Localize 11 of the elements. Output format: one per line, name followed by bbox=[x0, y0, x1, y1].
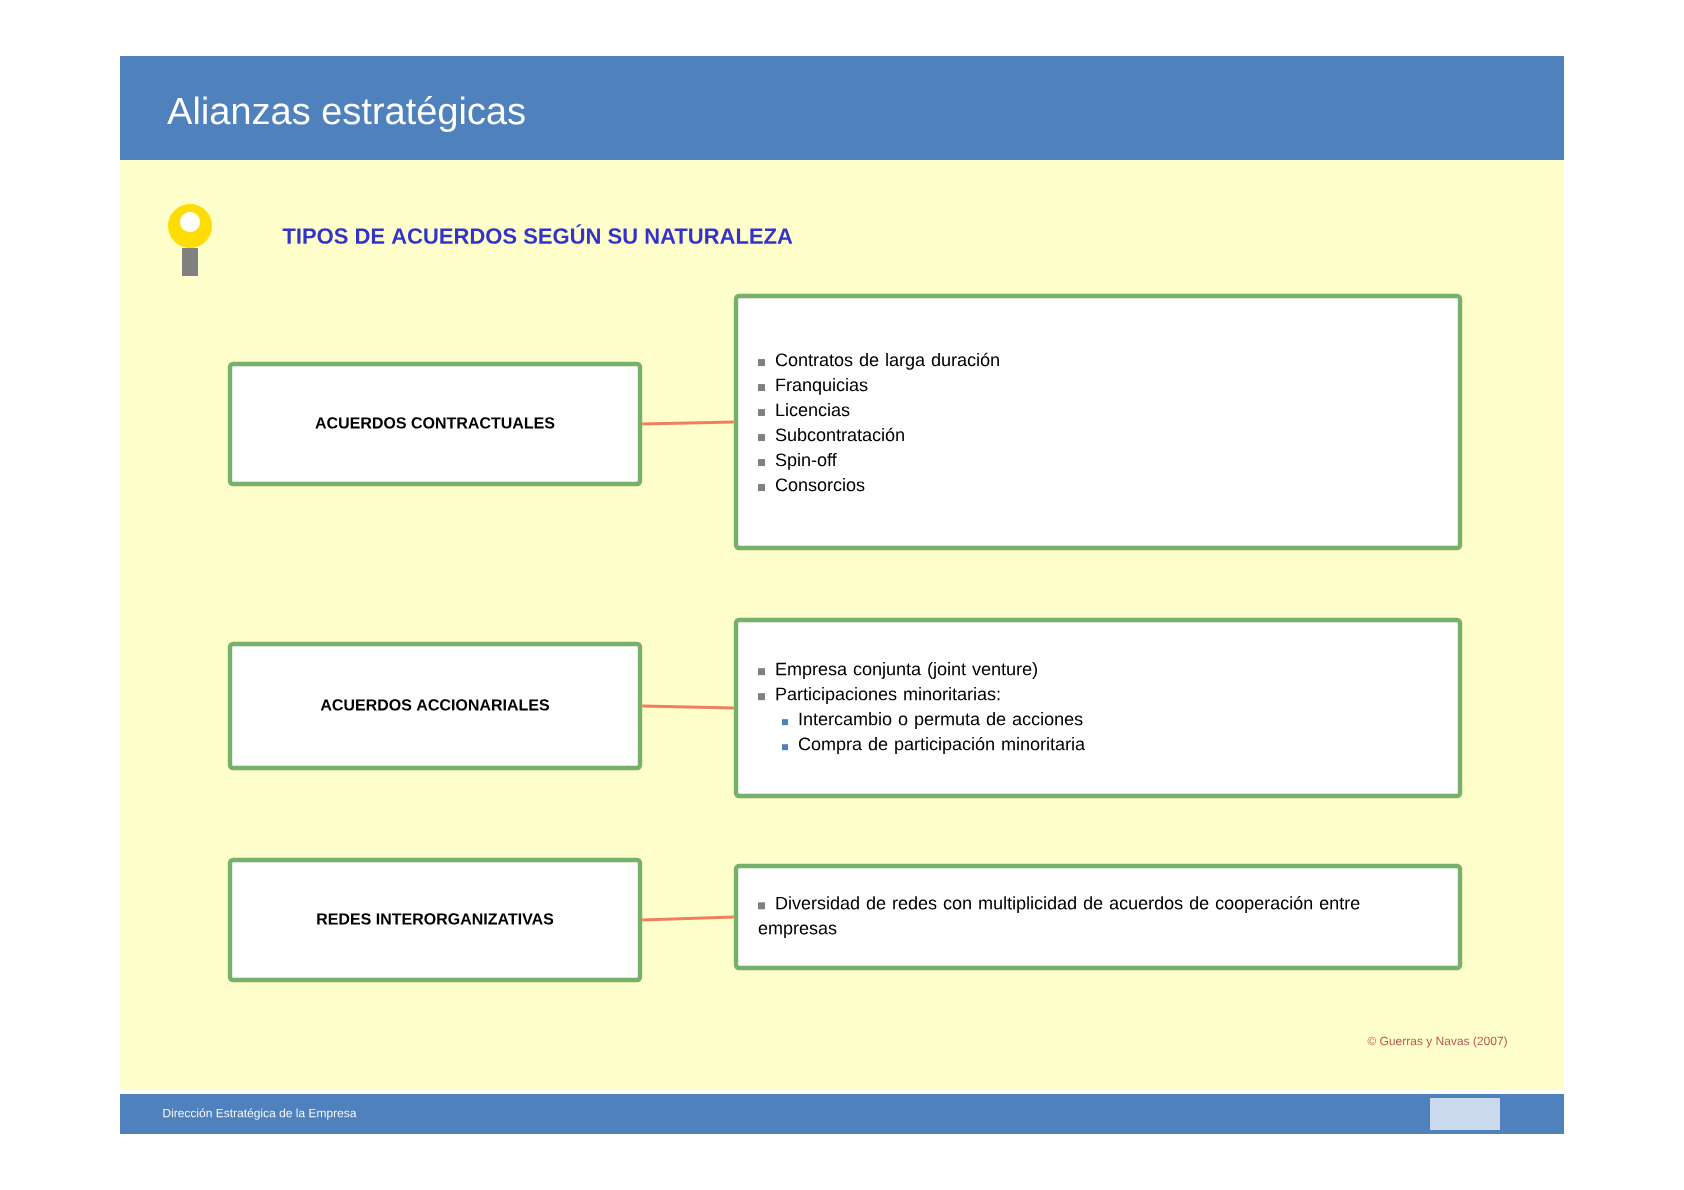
connector-line bbox=[642, 420, 734, 426]
category-box: REDES INTERORGANIZATIVAS bbox=[227, 857, 643, 983]
connector-line bbox=[642, 704, 734, 710]
category-box: ACUERDOS ACCIONARIALES bbox=[227, 641, 643, 771]
list-box: Diversidad de redes con multiplicidad de acuerdos de cooperación entre empresas bbox=[733, 863, 1463, 971]
connector-line bbox=[642, 915, 734, 922]
list-box: Empresa conjunta (joint venture) Participaciones minoritarias: Intercambio o permuta de acciones Compra de participación minoritaria bbox=[733, 617, 1463, 799]
title-bar: Alianzas estratégicas bbox=[120, 56, 1564, 160]
category-box: ACUERDOS CONTRACTUALES bbox=[227, 361, 643, 487]
list-box: Contratos de larga duración Franquicias Licencias Subcontratación Spin-off Consorcios bbox=[733, 293, 1463, 551]
section-heading: TIPOS DE ACUERDOS SEGÚN SU NATURALEZA bbox=[282, 224, 793, 244]
